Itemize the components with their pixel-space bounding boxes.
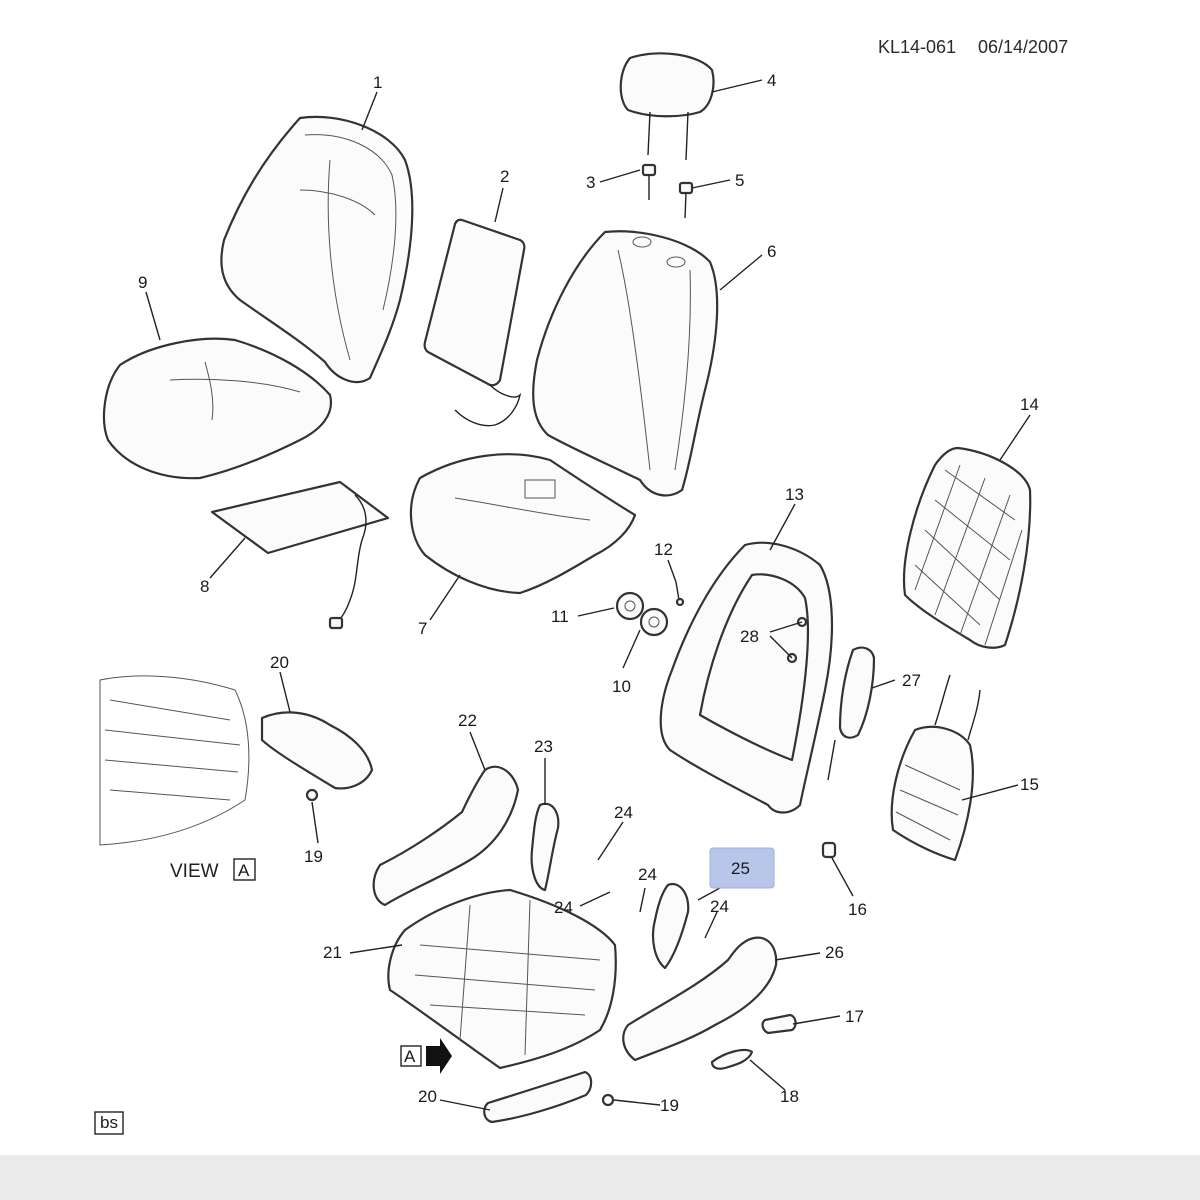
callout-labels: 1 2 3 4 5 6 7 8 9 10 11 12 13 14 15 16 1… xyxy=(138,71,1039,1115)
callout-19-lower: 19 xyxy=(660,1096,679,1115)
part-19-screw-view xyxy=(305,788,319,802)
part-21-seat-adjuster xyxy=(387,888,617,1070)
part-4-headrest xyxy=(619,52,715,161)
callout-24-d: 24 xyxy=(710,897,729,916)
view-a-letter: A xyxy=(238,861,250,880)
part-5-headrest-guide xyxy=(678,181,694,219)
callout-8: 8 xyxy=(200,577,209,596)
part-20-trim-view xyxy=(260,711,374,790)
leader-lines xyxy=(145,79,1031,1111)
part-7-seat-cushion xyxy=(409,453,637,595)
callout-16: 16 xyxy=(848,900,867,919)
footer-band xyxy=(0,1155,1200,1200)
callout-2: 2 xyxy=(500,167,509,186)
corner-tag-text: bs xyxy=(100,1113,118,1132)
diagram-date: 06/14/2007 xyxy=(978,37,1068,57)
callout-7: 7 xyxy=(418,619,427,638)
callout-19-view: 19 xyxy=(304,847,323,866)
part-22-side-shield xyxy=(372,765,520,907)
callout-22: 22 xyxy=(458,711,477,730)
part-12-screw xyxy=(675,581,685,607)
callout-10: 10 xyxy=(612,677,631,696)
callout-12: 12 xyxy=(654,540,673,559)
callout-24-c: 24 xyxy=(638,865,657,884)
callout-4: 4 xyxy=(767,71,776,90)
view-a-detail xyxy=(99,675,250,846)
callout-14: 14 xyxy=(1020,395,1039,414)
view-a-text: VIEW xyxy=(170,861,219,882)
part-19-screw-lower xyxy=(601,1093,615,1107)
view-a-arrow: A xyxy=(400,1038,452,1074)
view-a-label: VIEW A xyxy=(170,858,256,882)
callout-24-a: 24 xyxy=(614,803,633,822)
part-16-clip xyxy=(821,841,837,859)
part-1-seatback-cover xyxy=(220,115,414,384)
part-2-pad xyxy=(423,218,526,427)
callout-20-lower: 20 xyxy=(418,1087,437,1106)
part-11-recliner-cover xyxy=(615,591,645,621)
callout-3: 3 xyxy=(586,173,595,192)
part-20-trim-lower xyxy=(483,1070,593,1124)
part-25-bracket xyxy=(651,882,690,970)
view-a-arrow-letter: A xyxy=(404,1047,416,1066)
part-3-headrest-guide xyxy=(641,163,657,200)
part-17-cap xyxy=(761,1013,797,1035)
part-10-recliner-cover xyxy=(639,607,669,637)
part-8-heater-pad xyxy=(210,480,390,630)
callout-26: 26 xyxy=(825,943,844,962)
callout-27: 27 xyxy=(902,671,921,690)
part-9-seat-cushion-cover xyxy=(102,337,333,480)
callout-25-highlight xyxy=(709,847,775,889)
callout-9: 9 xyxy=(138,273,147,292)
callout-6: 6 xyxy=(767,242,776,261)
part-23-bracket xyxy=(530,802,560,892)
callout-21: 21 xyxy=(323,943,342,962)
callout-24-b: 24 xyxy=(554,898,573,917)
diagram-code: KL14-061 xyxy=(878,37,956,57)
callout-5: 5 xyxy=(735,171,744,190)
callout-11: 11 xyxy=(551,607,569,626)
part-13-seatback-frame xyxy=(659,541,834,814)
part-15-lumbar-mechanism xyxy=(890,674,981,862)
part-26-outer-shield xyxy=(622,936,778,1062)
corner-tag: bs xyxy=(94,1111,124,1135)
callout-18: 18 xyxy=(780,1087,799,1106)
part-18-handle xyxy=(710,1048,754,1070)
callout-1: 1 xyxy=(373,73,382,92)
callout-13: 13 xyxy=(785,485,804,504)
callout-15: 15 xyxy=(1020,775,1039,794)
part-27-bolster xyxy=(827,646,876,781)
callout-23: 23 xyxy=(534,737,553,756)
callout-20-view: 20 xyxy=(270,653,289,672)
callout-28: 28 xyxy=(740,627,759,646)
part-6-seatback-cushion xyxy=(532,230,719,497)
callout-25: 25 xyxy=(731,859,750,878)
callout-17: 17 xyxy=(845,1007,864,1026)
part-14-seatback-panel xyxy=(902,446,1032,649)
